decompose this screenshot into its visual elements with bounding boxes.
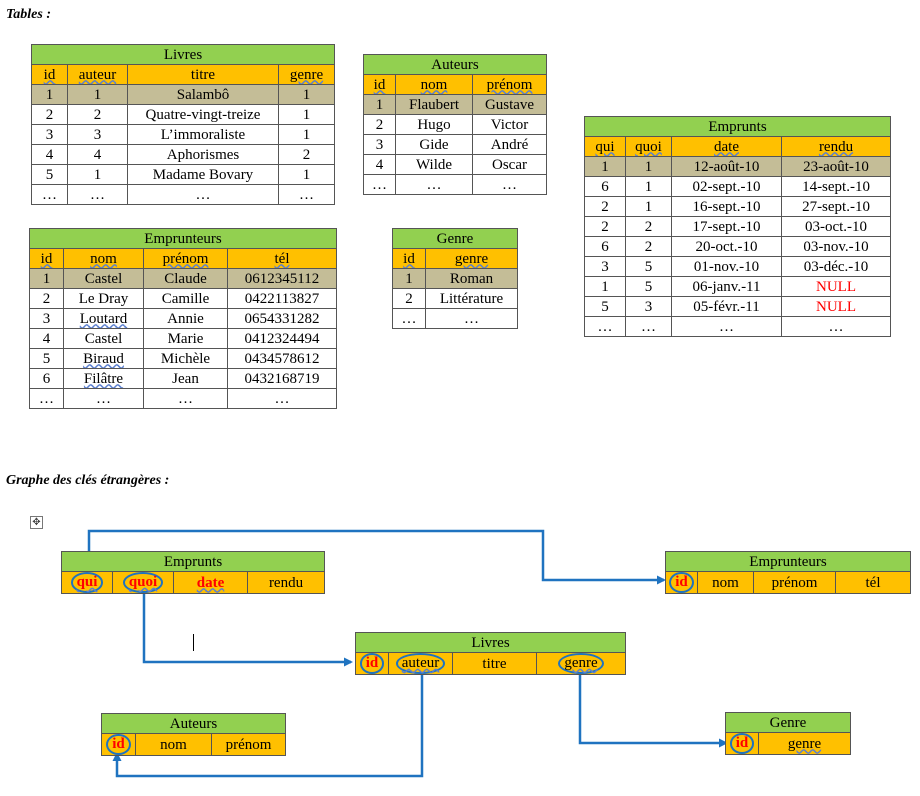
table-title: Genre <box>725 712 851 733</box>
graph-livres: Livres id auteur titre genre <box>354 632 627 675</box>
column-header: genre <box>277 64 336 85</box>
table-title: Emprunts <box>60 551 326 572</box>
field-genre: genre <box>535 652 627 675</box>
column-header: auteur <box>67 64 128 85</box>
column-header: id <box>363 74 396 95</box>
field-prenom: prénom <box>210 733 287 756</box>
tables-heading: Tables : <box>6 7 51 22</box>
column-header: prénom <box>143 248 228 269</box>
field-rendu: rendu <box>246 571 326 594</box>
column-header: genre <box>425 248 518 269</box>
column-header: prénom <box>471 74 548 95</box>
graph-heading: Graphe des clés étrangères : <box>6 473 170 488</box>
field-nom: nom <box>135 733 212 756</box>
field-auteur: auteur <box>388 652 453 675</box>
field-id: id <box>101 733 136 756</box>
table-row: ………… <box>584 316 892 337</box>
graph-emprunts: Emprunts qui quoi date rendu <box>60 551 326 594</box>
field-qui: qui <box>61 571 113 594</box>
table-title: Livres <box>30 44 336 65</box>
table-row: ………… <box>29 388 338 409</box>
arrow-qui-to-emprunteurs-id <box>87 529 666 585</box>
column-header: tél <box>226 248 338 269</box>
graph-emprunteurs: Emprunteurs id nom prénom tél <box>664 551 912 594</box>
graph-genre: Genre id genre <box>725 712 851 755</box>
table-title: Emprunts <box>583 116 892 137</box>
text-cursor <box>193 634 194 651</box>
table-title: Emprunteurs <box>664 551 912 572</box>
arrow-quoi-to-livres-id <box>142 592 353 667</box>
graph-auteurs: Auteurs id nom prénom <box>100 713 287 756</box>
move-handle-icon[interactable]: ✥ <box>30 516 43 529</box>
column-header: id <box>392 248 426 269</box>
column-header: quoi <box>625 136 672 157</box>
field-quoi: quoi <box>112 571 174 594</box>
table-row: ……… <box>363 174 548 195</box>
field-tel: tél <box>834 571 912 594</box>
arrow-genre-to-genre-id <box>578 675 728 748</box>
field-prenom: prénom <box>753 571 836 594</box>
table-title: Auteurs <box>100 713 287 734</box>
field-date: date <box>173 571 248 594</box>
table-title: Livres <box>354 632 627 653</box>
field-titre: titre <box>452 652 537 675</box>
field-id: id <box>665 571 698 594</box>
column-header: id <box>29 248 64 269</box>
arrow-auteur-to-auteurs-id <box>112 675 424 778</box>
column-header: nom <box>395 74 473 95</box>
field-genre: genre <box>758 732 851 755</box>
column-header: qui <box>584 136 626 157</box>
field-nom: nom <box>697 571 754 594</box>
table-row: ………… <box>31 184 336 205</box>
column-header: rendu <box>780 136 892 157</box>
table-title: Genre <box>392 228 518 249</box>
table-title: Emprunteurs <box>28 228 338 249</box>
table-title: Auteurs <box>362 54 548 75</box>
field-id: id <box>355 652 389 675</box>
field-id: id <box>725 732 759 755</box>
table-row: …… <box>392 308 518 329</box>
